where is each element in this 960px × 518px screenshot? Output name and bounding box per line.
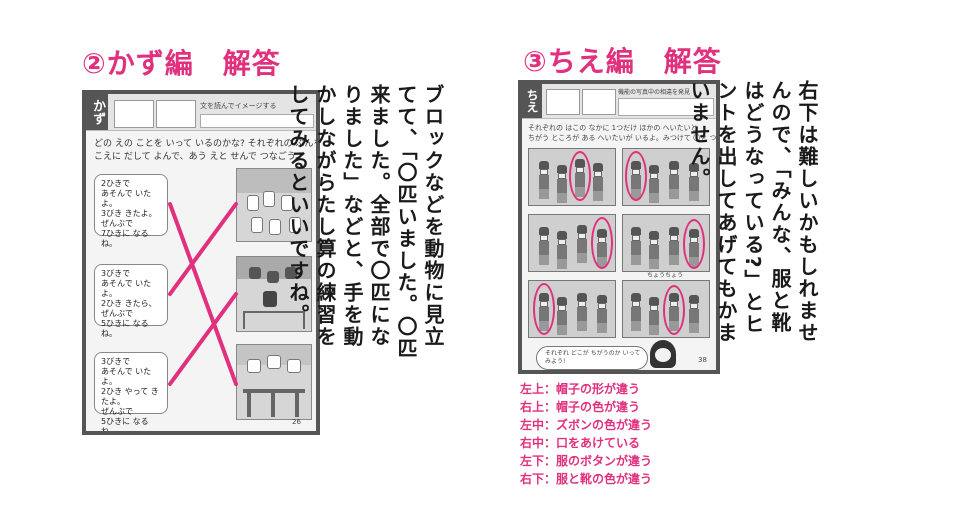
- header-image-box: [114, 100, 154, 128]
- answer-circle: [569, 151, 591, 201]
- bear-icon: [267, 355, 281, 369]
- soldier-icon: [557, 297, 567, 335]
- header-image-box: [546, 89, 580, 115]
- rabbit-icon: [263, 191, 275, 207]
- soldier-icon: [557, 165, 567, 203]
- answer-circle: [533, 283, 555, 335]
- bear-icon: [247, 359, 261, 373]
- soldier-icon: [649, 231, 659, 269]
- child-character: [650, 340, 676, 368]
- story-card: 3びきで あそんで いたよ。 2ひき やって きたよ。 ぜんぶで 5ひきに なる…: [94, 352, 168, 431]
- soldier-panel-bottom-left: [528, 280, 616, 338]
- worksheet-header-label: 機能の写真中の相違を発見: [618, 89, 691, 96]
- instruction-line-2: こえに だして よんで、あう えと せんで つなごう。: [94, 152, 305, 162]
- answer-circle: [625, 151, 647, 201]
- worksheet-tab: ちえ: [522, 84, 542, 118]
- rabbit-icon: [281, 195, 293, 211]
- bear-picture: [236, 344, 312, 420]
- monkey-icon: [285, 267, 297, 279]
- answer-bottom-left: 左下：服のボタンが違う: [520, 454, 653, 468]
- monkey-icon: [267, 271, 279, 283]
- chie-worksheet: ちえ 機能の写真中の相違を発見 それぞれの はこの なかに 1つだけ ほかの へ…: [518, 80, 720, 374]
- soldier-icon: [631, 293, 641, 331]
- page-number: 38: [698, 356, 707, 364]
- monkey-icon: [249, 267, 261, 279]
- bar: [243, 389, 305, 393]
- left-heading: ②かず編 解答: [82, 47, 281, 80]
- soldier-icon: [577, 225, 587, 263]
- answer-bottom-right: 右下：服と靴の色が違う: [520, 472, 653, 486]
- answer-circle: [663, 285, 685, 335]
- soldier-icon: [649, 297, 659, 335]
- speech-bubble-text: それぞれ どこが ちがうのか いって みよう!: [545, 350, 641, 365]
- instruction-line-2: ちがう ところが ある へいたいが いるよ。みつけて 〇を つけよう。: [528, 134, 717, 142]
- answer-line: [168, 292, 238, 386]
- hint-label: ちょうちょう: [647, 272, 684, 279]
- soldier-icon: [669, 227, 679, 265]
- kazu-worksheet: かず 文を読んでイメージする どの えの ことを いって いるのかな? それぞれ…: [82, 90, 320, 435]
- soldier-icon: [597, 295, 607, 333]
- header-image-box: [582, 89, 616, 115]
- story-card: 2ひきで あそんで いたよ。 3びき きたよ。 ぜんぶで 7ひきに なるね。: [94, 174, 168, 248]
- soldier-panel-top-right: [622, 148, 710, 206]
- soldier-panel-bottom-right: ちょうちょう: [622, 272, 710, 338]
- header-image-box: [156, 100, 196, 128]
- instruction-line-1: どの えの ことを いって いるのかな? それぞれの ぶんを: [94, 139, 320, 149]
- story-card: 3びきで あそんで いたよ。 2ひき きたら、 ぜんぶで 5ひきに なるね。: [94, 264, 168, 338]
- answer-middle-left: 左中：ズボンの色が違う: [520, 418, 653, 432]
- chie-explanation: 右下は難しいかもしれませんので、「みんな、服と靴はどうなっている?」とヒントを出…: [687, 80, 819, 344]
- page-number: 26: [292, 418, 301, 426]
- soldier-icon: [631, 227, 641, 265]
- soldier-icon: [557, 231, 567, 269]
- soldier-icon: [669, 161, 679, 199]
- header-description-box: [200, 114, 314, 128]
- fence: [243, 311, 305, 329]
- answer-lines: [168, 202, 238, 386]
- answer-circle: [591, 217, 613, 269]
- soldier-icon: [577, 293, 587, 331]
- answer-top-right: 右上：帽子の色が違う: [520, 400, 641, 414]
- rabbit-icon: [247, 195, 259, 211]
- soldier-icon: [539, 227, 549, 265]
- soldier-panel-middle-right: [622, 214, 710, 272]
- soldier-icon: [593, 163, 603, 201]
- answer-line: [168, 202, 238, 386]
- worksheet-tab: かず: [86, 94, 108, 130]
- answer-line: [168, 202, 238, 296]
- soldier-icon: [689, 163, 699, 201]
- worksheet-header-label: 文を読んでイメージする: [200, 102, 277, 110]
- answer-middle-right: 右中：口をあけている: [520, 436, 641, 450]
- answer-circle: [683, 219, 705, 269]
- rabbit-icon: [269, 219, 281, 235]
- soldier-icon: [539, 161, 549, 199]
- rabbit-picture: [236, 168, 312, 242]
- instruction-line-1: それぞれの はこの なかに 1つだけ ほかの へいたいと: [528, 124, 698, 132]
- rabbit-icon: [251, 217, 263, 233]
- rabbit-icon: [289, 217, 301, 233]
- soldier-icon: [689, 295, 699, 333]
- soldier-panel-top-left: [528, 148, 616, 206]
- soldier-icon: [649, 165, 659, 203]
- header-description-box: [618, 98, 714, 116]
- speech-bubble: それぞれ どこが ちがうのか いって みよう!: [536, 346, 648, 370]
- right-heading: ③ちえ編 解答: [523, 45, 722, 78]
- monkey-icon: [263, 291, 277, 307]
- answer-top-left: 左上：帽子の形が違う: [520, 382, 641, 396]
- bear-icon: [287, 359, 301, 373]
- soldier-panel-middle-left: [528, 214, 616, 272]
- kazu-explanation: ブロックなどを動物に見立てて、「〇匹いました。〇匹来ました。全部で〇匹になりまし…: [286, 84, 445, 360]
